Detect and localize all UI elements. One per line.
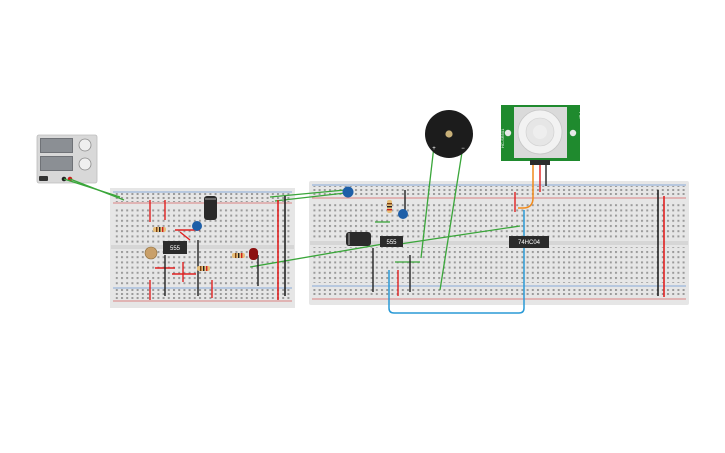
pir-sensor[interactable]: HC-SR501 PIR bbox=[500, 105, 583, 165]
buzzer-minus-label: − bbox=[461, 146, 465, 152]
led-red[interactable] bbox=[249, 248, 258, 260]
capacitor-ceramic-left[interactable] bbox=[192, 221, 202, 231]
resistor-left-1[interactable] bbox=[153, 227, 166, 232]
wire-blue[interactable] bbox=[388, 210, 525, 314]
piezo-buzzer[interactable]: + − bbox=[425, 110, 473, 158]
wire-buzzer-plus[interactable] bbox=[420, 145, 435, 259]
resistor-left-2[interactable] bbox=[197, 266, 210, 271]
power-supply[interactable] bbox=[36, 134, 98, 184]
wire-signal-to-inverter[interactable] bbox=[399, 225, 521, 245]
pir-left-text: HC-SR501 bbox=[500, 128, 505, 148]
voltage-knob[interactable] bbox=[78, 138, 92, 152]
chip-555-left[interactable]: 555 bbox=[163, 241, 187, 254]
wire-signal-left-right[interactable] bbox=[249, 243, 384, 268]
chip-555-right[interactable]: 555 bbox=[380, 236, 403, 247]
current-knob[interactable] bbox=[78, 157, 92, 171]
chip-74hc04-label: 74HC04 bbox=[518, 240, 541, 246]
wire-red-l4[interactable] bbox=[179, 231, 191, 241]
wire-bridge-rail-2[interactable] bbox=[274, 192, 346, 202]
chip-74hc04[interactable]: 74HC04 bbox=[509, 236, 549, 248]
capacitor-electrolytic-right[interactable] bbox=[346, 232, 371, 246]
pir-right-text: PIR bbox=[578, 112, 583, 119]
power-switch[interactable] bbox=[39, 176, 48, 181]
pir-mount-hole-right bbox=[569, 129, 577, 137]
capacitor-electrolytic-left[interactable] bbox=[204, 196, 217, 220]
wires bbox=[63, 145, 665, 314]
resistor-right-1[interactable] bbox=[387, 200, 392, 213]
breadboard-small[interactable] bbox=[110, 188, 295, 308]
chip-555-left-label: 555 bbox=[170, 246, 181, 252]
buzzer-plus-label: + bbox=[432, 146, 436, 152]
wire-supply-positive[interactable] bbox=[69, 178, 125, 201]
potentiometer-left[interactable] bbox=[144, 246, 158, 260]
chip-555-right-label: 555 bbox=[386, 240, 397, 246]
wire-buzzer-minus[interactable] bbox=[439, 145, 464, 291]
resistor-left-3[interactable] bbox=[232, 253, 245, 258]
wire-pir-orange[interactable] bbox=[518, 165, 534, 209]
capacitor-ceramic-bridge[interactable] bbox=[342, 186, 354, 198]
wire-bridge-rail-1[interactable] bbox=[269, 189, 346, 198]
pir-mount-hole-left bbox=[504, 129, 512, 137]
capacitor-ceramic-right[interactable] bbox=[398, 209, 408, 219]
